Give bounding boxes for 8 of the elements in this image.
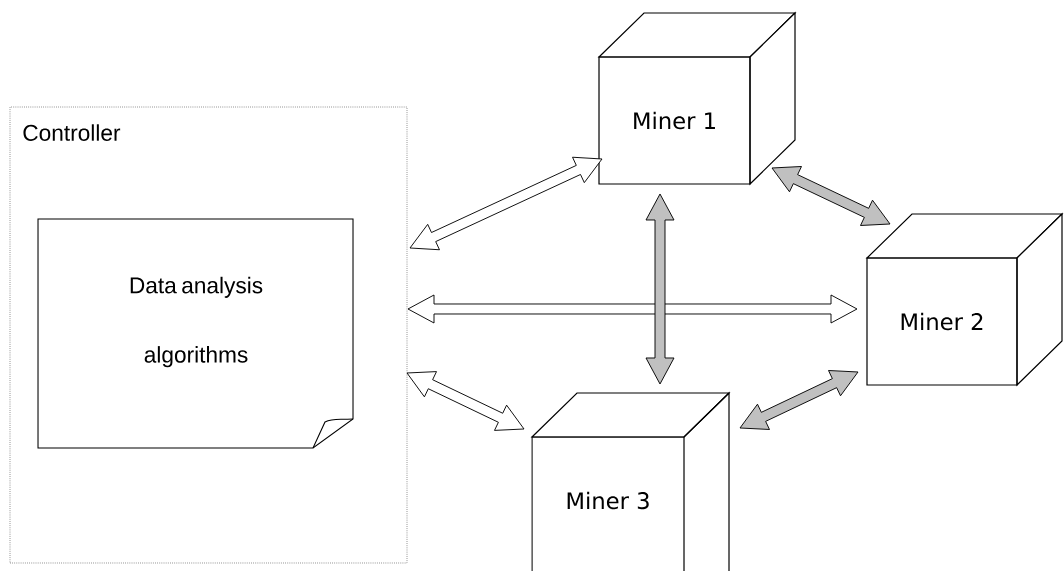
double-arrow	[409, 156, 603, 251]
double-arrow	[645, 193, 675, 385]
double-arrow	[739, 370, 859, 430]
double-arrow	[407, 294, 858, 324]
document-box: Data analysis algorithms	[37, 218, 354, 449]
node-label: Miner 3	[567, 491, 649, 510]
double-arrow	[771, 166, 891, 226]
double-arrow	[406, 371, 525, 431]
